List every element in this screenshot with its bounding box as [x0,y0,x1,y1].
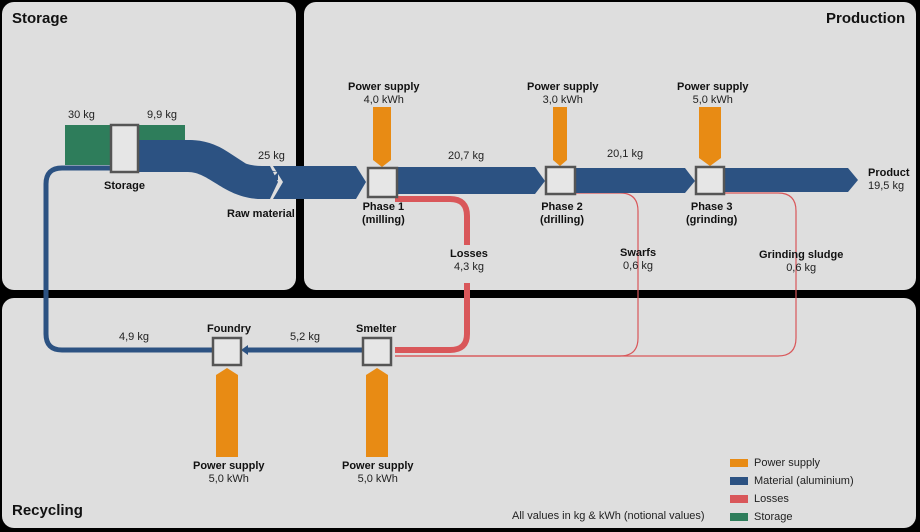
raw-value: 25 kg [258,150,285,162]
storage-in-value: 30 kg [68,109,95,121]
power-phase3-arrow [699,107,721,166]
production-section-title: Production [826,10,906,27]
foundry-node [211,336,243,367]
storage-stock-in [65,125,111,165]
phase1-node [366,166,399,199]
recycling-panel [2,298,916,528]
power-smelter-arrow [366,368,388,457]
product-flow [724,168,858,192]
phase2-label: Phase 2(drilling) [540,201,584,226]
storage-node-label: Storage [104,180,145,192]
phase3-node [694,165,726,196]
smelter-node [361,336,393,367]
p1-p2-value: 20,7 kg [448,150,485,162]
legend-item-power: Power supply [730,454,854,472]
p1-p2-flow [397,167,545,194]
recycle-return-flow [43,165,214,353]
phase1-label: Phase 1(milling) [362,201,405,226]
power-phase2-arrow [553,107,567,166]
phase3-label: Phase 3(grinding) [686,201,738,226]
legend: Power supply Material (aluminium) Losses… [730,454,854,526]
legend-swatch [730,495,748,503]
legend-swatch [730,513,748,521]
storage-to-raw-flow [138,140,278,199]
foundry-storage-value: 4,9 kg [119,331,149,343]
legend-swatch [730,459,748,467]
power-foundry-arrow [216,368,238,457]
units-note: All values in kg & kWh (notional values) [512,510,705,522]
foundry-label: Foundry [207,323,251,335]
legend-swatch [730,477,748,485]
smelter-foundry-value: 5,2 kg [290,331,320,343]
p2-p3-flow [575,168,695,193]
raw-material-flow [273,166,366,199]
legend-item-material: Material (aluminium) [730,472,854,490]
storage-node [109,123,140,174]
smelter-foundry-arrow [241,345,248,355]
storage-section-title: Storage [12,10,68,27]
recycling-section-title: Recycling [12,502,83,519]
p2-p3-value: 20,1 kg [607,148,644,160]
raw-material-label: Raw material [227,208,295,220]
legend-item-storage: Storage [730,508,854,526]
sludge-flow [395,192,797,357]
storage-out-value: 9,9 kg [147,109,177,121]
phase2-node [544,165,577,196]
power-phase1-arrow [373,107,391,167]
storage-stock-out [138,125,185,140]
losses-flow [395,196,470,353]
swarfs-flow [395,192,639,357]
smelter-label: Smelter [356,323,397,335]
legend-item-losses: Losses [730,490,854,508]
production-panel [304,2,916,290]
